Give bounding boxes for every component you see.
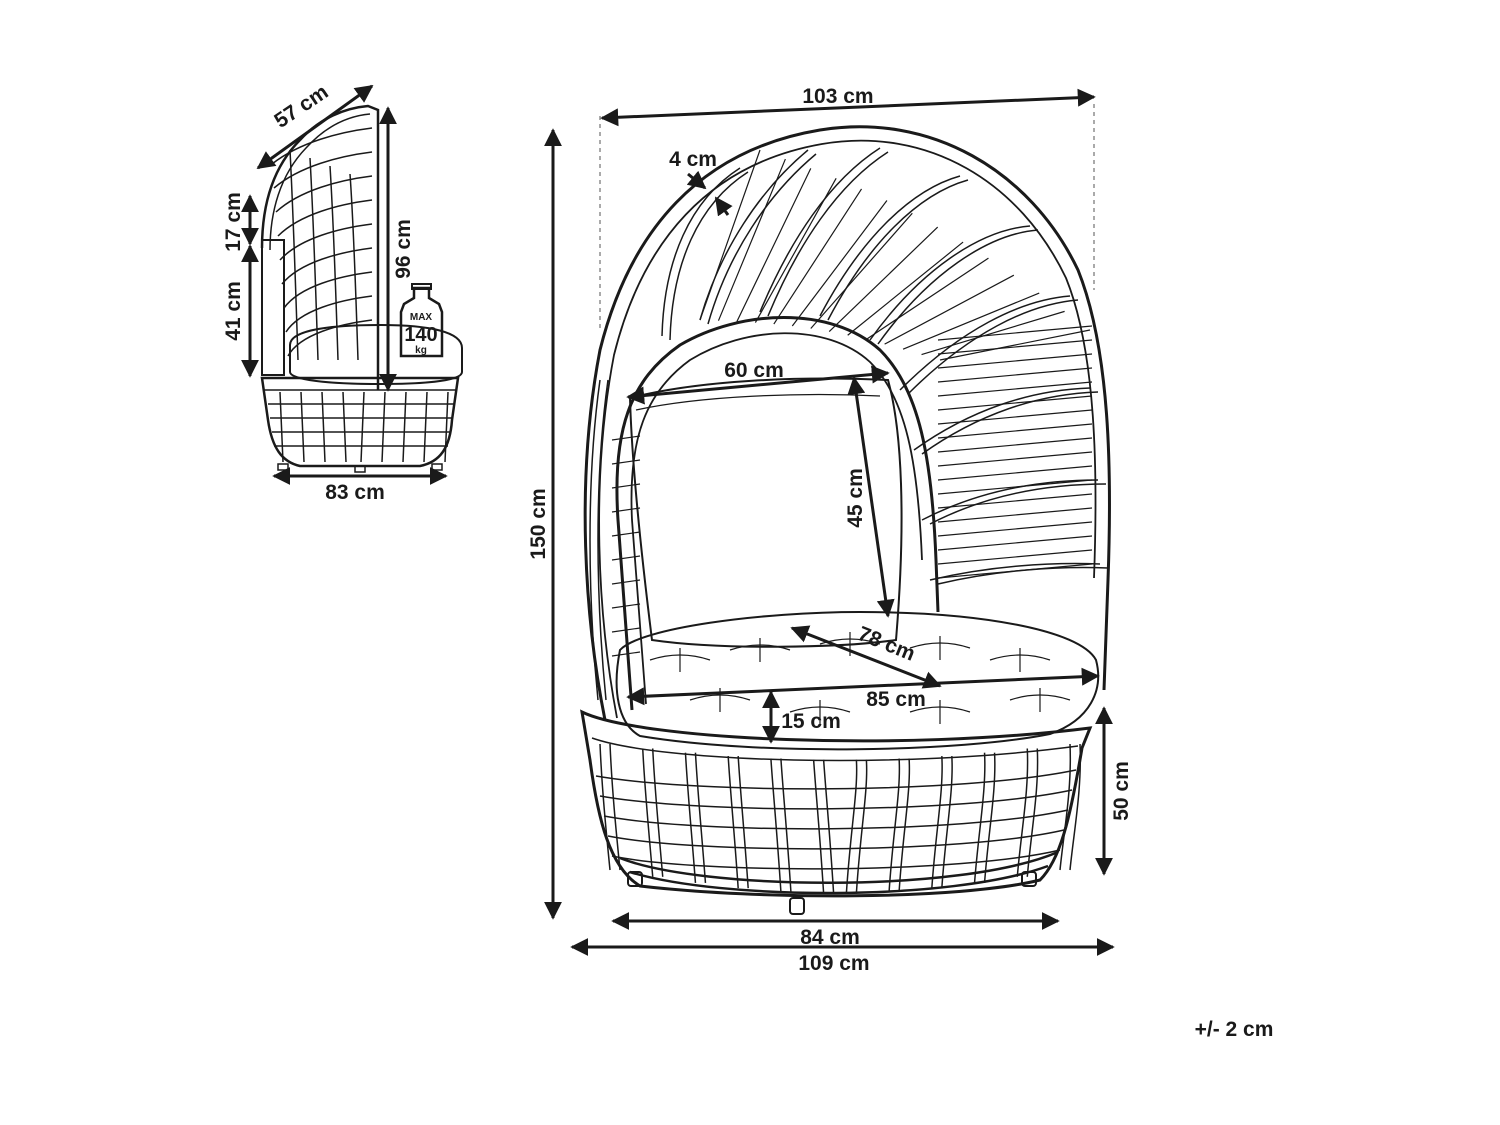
front-opening-width-label: 60 cm: [724, 359, 784, 382]
front-opening-width-arrow: [626, 365, 890, 405]
front-total-height-label: 150 cm: [527, 488, 550, 559]
front-canopy-width-arrow: [600, 88, 1096, 127]
front-frame-thickness-label: 4 cm: [669, 148, 717, 171]
front-frame-thickness-arrow-2: [714, 196, 733, 217]
side-depth-arrow: [256, 84, 374, 170]
side-total-height-label: 96 cm: [392, 219, 415, 279]
front-cushion-width-label: 85 cm: [866, 688, 926, 711]
front-frame-thickness-arrow: [686, 170, 707, 190]
front-canopy-width-label: 103 cm: [802, 85, 873, 108]
side-depth-label: 57 cm: [270, 80, 332, 132]
front-opening-height-label: 45 cm: [844, 468, 867, 528]
front-view-drawing: [580, 104, 1112, 915]
max-load-unit: kg: [415, 345, 427, 356]
max-load-max-label: MAX: [410, 312, 433, 323]
front-cushion-width-arrow: [626, 667, 1100, 706]
front-seat-height-label: 50 cm: [1110, 761, 1133, 821]
tolerance-note: +/- 2 cm: [1195, 1018, 1274, 1041]
front-cushion-thickness-label: 15 cm: [781, 710, 841, 733]
side-canopy-offset-label: 17 cm: [222, 192, 245, 252]
front-total-width-label: 109 cm: [798, 952, 869, 975]
side-width-label: 83 cm: [325, 481, 385, 504]
front-seat-depth-label: 78 cm: [855, 622, 919, 666]
max-load-value: 140: [404, 324, 437, 346]
side-view-drawing: [260, 104, 463, 473]
side-back-height-label: 41 cm: [222, 281, 245, 341]
max-load-weight-icon: MAX 140 kg: [399, 283, 444, 358]
front-opening-height-arrow: [847, 376, 895, 618]
